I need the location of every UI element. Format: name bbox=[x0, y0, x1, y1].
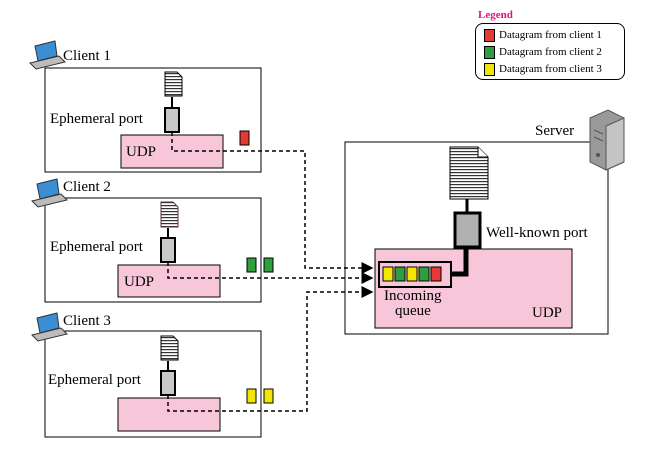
server-tower-icon bbox=[589, 109, 625, 171]
client-1-udp-label: UDP bbox=[126, 144, 157, 160]
client-2-label: Client 2 bbox=[63, 179, 111, 195]
server-group bbox=[344, 109, 625, 335]
client-2-group bbox=[31, 178, 262, 303]
incoming-queue-label-line1: Incoming bbox=[384, 288, 442, 304]
legend-swatch-red bbox=[484, 28, 495, 42]
client-1-ephemeral-port-label: Ephemeral port bbox=[50, 111, 143, 127]
legend-label-client-2: Datagram from client 2 bbox=[499, 46, 602, 58]
legend-item-client-2: Datagram from client 2 bbox=[484, 45, 602, 59]
legend-item-client-3: Datagram from client 3 bbox=[484, 62, 602, 76]
client-1-laptop-icon bbox=[29, 40, 66, 70]
client-1-label: Client 1 bbox=[63, 48, 111, 64]
server-udp-label: UDP bbox=[532, 305, 563, 321]
client-3-ephemeral-port bbox=[160, 370, 176, 396]
server-document-icon bbox=[449, 146, 489, 200]
incoming-queue-label-line2: queue bbox=[395, 303, 431, 319]
client-2-udp-label: UDP bbox=[124, 274, 155, 290]
path-client-3 bbox=[167, 286, 374, 412]
queue-slot bbox=[430, 266, 442, 282]
queue-slot bbox=[382, 266, 394, 282]
datagram-client-3-b bbox=[263, 388, 274, 404]
client-1-ephemeral-port bbox=[164, 107, 180, 133]
legend: Datagram from client 1 Datagram from cli… bbox=[475, 23, 625, 80]
client-2-ephemeral-port-label: Ephemeral port bbox=[50, 239, 143, 255]
datagram-client-3-a bbox=[246, 388, 257, 404]
client-2-document-icon bbox=[160, 201, 179, 228]
legend-label-client-1: Datagram from client 1 bbox=[499, 29, 602, 41]
legend-item-client-1: Datagram from client 1 bbox=[484, 28, 602, 42]
client-3-document-icon bbox=[160, 335, 179, 361]
queue-slot bbox=[418, 266, 430, 282]
datagram-client-1 bbox=[239, 130, 250, 146]
incoming-queue-slots bbox=[382, 266, 442, 282]
legend-swatch-green bbox=[484, 45, 495, 59]
datagram-paths bbox=[167, 132, 374, 412]
client-1-document-icon bbox=[164, 71, 183, 97]
client-3-ephemeral-port-label: Ephemeral port bbox=[48, 372, 141, 388]
queue-slot bbox=[394, 266, 406, 282]
packets bbox=[239, 130, 274, 404]
client-2-laptop-icon bbox=[31, 178, 68, 208]
client-2-ephemeral-port bbox=[160, 237, 176, 263]
well-known-port bbox=[453, 211, 482, 249]
well-known-port-label: Well-known port bbox=[486, 225, 588, 241]
client-3-group bbox=[31, 312, 262, 438]
client-3-label: Client 3 bbox=[63, 313, 111, 329]
path-client-2 bbox=[167, 262, 374, 284]
datagram-client-2-a bbox=[246, 257, 257, 273]
legend-title: Legend bbox=[478, 9, 513, 21]
datagram-client-2-b bbox=[263, 257, 274, 273]
server-label: Server bbox=[535, 123, 575, 139]
legend-swatch-yellow bbox=[484, 62, 495, 76]
client-3-laptop-icon bbox=[31, 312, 68, 342]
client-3-udp-box bbox=[117, 397, 221, 432]
queue-slot bbox=[406, 266, 418, 282]
client-2-udp-box bbox=[117, 264, 221, 298]
legend-label-client-3: Datagram from client 3 bbox=[499, 63, 602, 75]
